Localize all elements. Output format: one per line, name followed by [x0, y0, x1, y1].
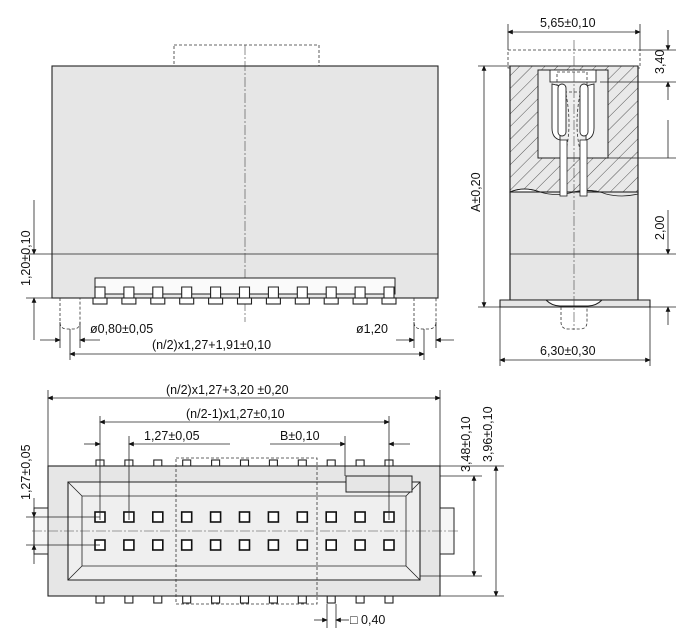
front-pin [210, 286, 222, 298]
side-base-plate [499, 299, 651, 308]
front-pin [123, 286, 135, 298]
top-pin-lower [153, 595, 163, 604]
top-contact [209, 511, 222, 523]
top-pin-lower [384, 595, 394, 604]
front-height-label: 1,20±0,10 [19, 230, 33, 286]
front-pin [296, 286, 308, 298]
front-pin-foot [179, 297, 195, 305]
top-contact [123, 539, 135, 551]
top-contact [296, 539, 309, 551]
top-row-pitch-label: 1,27±0,05 [19, 444, 33, 500]
side-socket-cavity [537, 69, 609, 159]
front-view: 1,20±0,10 ø0,80±0,05 ø1,20 (n/2)x1,27+1,… [19, 44, 454, 360]
top-contact [180, 539, 193, 551]
side-height-label: A±0,20 [469, 172, 483, 212]
top-pin-lower [239, 595, 250, 604]
top-contact [209, 539, 222, 551]
top-contact [267, 539, 280, 551]
front-pin-foot [121, 297, 137, 305]
top-depth1-label: 3,48±0,10 [459, 416, 473, 472]
front-peg-right [413, 298, 437, 330]
front-pin-foot [352, 297, 368, 305]
top-b-label: B±0,10 [280, 429, 320, 443]
side-lower-label: 2,00 [653, 216, 667, 240]
top-polarization-key [345, 475, 413, 493]
top-pin-lower [95, 595, 105, 604]
top-pad-label: □ 0,40 [350, 613, 385, 627]
front-pin [383, 286, 395, 298]
front-pin-foot [323, 297, 339, 305]
top-pin-lower [268, 595, 278, 604]
top-contact [238, 539, 251, 551]
top-contact [238, 511, 251, 523]
top-pin-lower [355, 595, 365, 604]
front-pin [181, 286, 193, 298]
front-peg2-label: ø1,20 [356, 322, 388, 336]
top-contact [325, 539, 338, 551]
top-pins-lower [95, 595, 394, 604]
side-top-label: 3,40 [653, 50, 667, 74]
top-pin-lower [297, 595, 307, 604]
side-view: 5,65±0,10 3,40 A±0,20 2,00 6,30±0,30 [469, 16, 676, 366]
front-pin [354, 286, 366, 298]
front-cable-outline [173, 44, 320, 68]
top-view: (n/2)x1,27+3,20 ±0,20 (n/2-1)x1,27±0,10 … [19, 383, 504, 628]
front-pin-foot [265, 297, 281, 305]
front-pin-foot [92, 297, 108, 305]
front-pin [152, 286, 164, 298]
top-contact [296, 511, 309, 523]
top-contact [325, 511, 338, 523]
front-peg-left [59, 298, 81, 330]
top-contact [383, 539, 395, 551]
top-contact [354, 511, 366, 523]
top-pin-lower [211, 595, 221, 604]
front-pin [325, 286, 337, 298]
top-depth2-label: 3,96±0,10 [481, 406, 495, 462]
front-pin [94, 286, 106, 298]
side-base-label: 6,30±0,30 [540, 344, 596, 358]
front-length-label: (n/2)x1,27+1,91±0,10 [152, 338, 271, 352]
top-contact [152, 511, 164, 523]
side-width-label: 5,65±0,10 [540, 16, 596, 30]
top-contact [354, 539, 366, 551]
top-pin-lower [124, 595, 134, 604]
front-pins [92, 286, 397, 305]
front-pin-foot [381, 297, 397, 305]
front-pin-foot [294, 297, 310, 305]
top-contact [152, 539, 164, 551]
top-total-label: (n/2)x1,27+3,20 ±0,20 [166, 383, 289, 397]
front-peg-label: ø0,80±0,05 [90, 322, 153, 336]
front-pin [267, 286, 279, 298]
top-pitch-span-label: (n/2-1)x1,27±0,10 [186, 407, 285, 421]
top-pin-lower [182, 595, 192, 604]
front-pin-foot [150, 297, 166, 305]
top-pitch-label: 1,27±0,05 [144, 429, 200, 443]
top-pin-lower [326, 595, 336, 604]
top-contact [267, 511, 280, 523]
front-pin-foot [208, 297, 224, 305]
top-contact [180, 511, 193, 523]
front-pin [238, 286, 251, 298]
front-pin-foot [236, 297, 253, 305]
